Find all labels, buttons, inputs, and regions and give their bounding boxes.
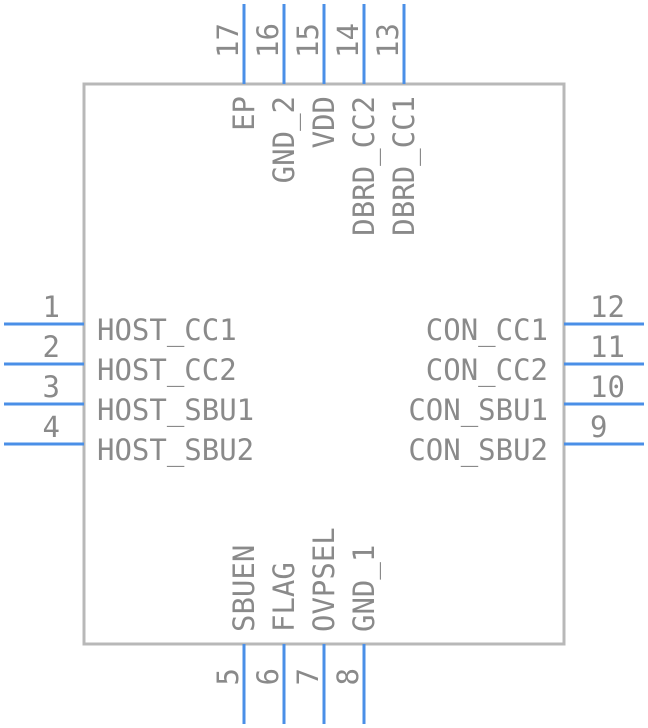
pin-4-number: 4 (43, 410, 60, 444)
pin-9-number: 9 (590, 410, 607, 444)
pin-11-number: 11 (590, 330, 625, 364)
pin-2-name: HOST_CC2 (97, 353, 237, 388)
pin-6-number: 6 (251, 668, 285, 685)
pin-5-name: SBUEN (227, 545, 261, 632)
pin-2-number: 2 (43, 330, 60, 364)
pin-13-name: DBRD_CC1 (387, 96, 422, 236)
pin-10-name: CON_SBU1 (408, 393, 548, 428)
pin-1-name: HOST_CC1 (97, 313, 237, 348)
pin-7-number: 7 (291, 668, 325, 685)
pin-14-name: DBRD_CC2 (347, 96, 382, 236)
pin-1-number: 1 (43, 290, 60, 324)
pin-7-name: OVPSEL (307, 527, 341, 632)
pin-3-name: HOST_SBU1 (97, 393, 254, 428)
pin-17-number: 17 (211, 23, 245, 58)
pin-6-name: FLAG (267, 562, 301, 632)
pin-15-number: 15 (291, 23, 325, 58)
pin-12-number: 12 (590, 290, 625, 324)
pin-3-number: 3 (43, 370, 60, 404)
pin-8-number: 8 (331, 668, 365, 685)
pin-11-name: CON_CC2 (426, 353, 548, 388)
pin-9-name: CON_SBU2 (408, 433, 548, 468)
pin-12-name: CON_CC1 (426, 313, 548, 348)
pin-10-number: 10 (590, 370, 625, 404)
pin-8-name: GND_1 (347, 545, 382, 632)
pin-16-name: GND_2 (267, 96, 302, 183)
pin-15-name: VDD (307, 96, 341, 148)
pin-16-number: 16 (251, 23, 285, 58)
pin-13-number: 13 (371, 23, 405, 58)
pin-5-number: 5 (211, 668, 245, 685)
pin-17-name: EP (227, 96, 261, 131)
pin-4-name: HOST_SBU2 (97, 433, 254, 468)
pin-14-number: 14 (331, 23, 365, 58)
